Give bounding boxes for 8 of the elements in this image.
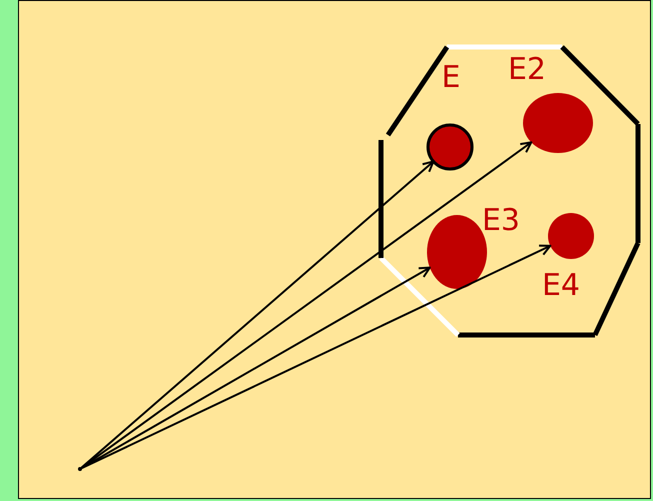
region-label: E3 bbox=[480, 205, 522, 237]
region-label: E4 bbox=[540, 270, 582, 302]
arrow bbox=[81, 141, 532, 469]
arrow bbox=[81, 244, 552, 470]
arrow bbox=[81, 266, 431, 469]
region-label: E2 bbox=[506, 54, 548, 86]
region-label: E bbox=[440, 62, 462, 94]
arrow bbox=[80, 160, 434, 468]
